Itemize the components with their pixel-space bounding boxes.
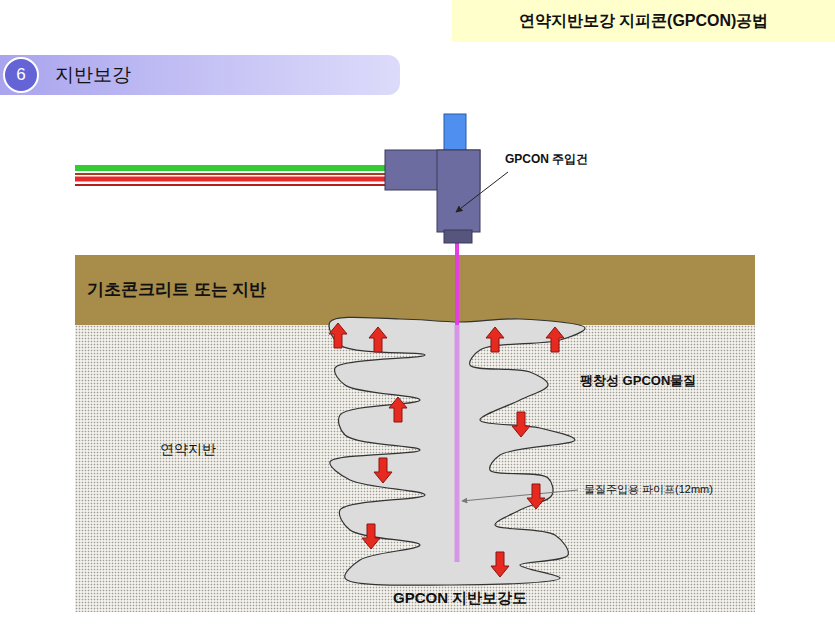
section-number: 6 <box>3 57 39 93</box>
injection-pipe <box>455 325 460 562</box>
part-label: GPCON 주입건 <box>505 151 588 168</box>
material-label: 팽창성 GPCON물질 <box>580 372 696 390</box>
node-text: 기초콘크리트 또는 지반 <box>87 280 266 299</box>
node-text: 연약지반 <box>160 441 216 457</box>
hose-lines <box>75 168 388 185</box>
gpcon-material <box>329 317 585 585</box>
node-text: 지반보강 <box>55 64 131 85</box>
section-band: 지반보강 6 <box>0 55 400 95</box>
leader-line <box>462 490 578 501</box>
title-box: 연약지반보강 지피콘(GPCON)공법 <box>452 0 835 42</box>
injection-pipe <box>455 242 459 325</box>
leader-line <box>456 172 508 212</box>
node-text: 6 <box>16 65 25 84</box>
pipe-label: 물질주입용 파이프(12mm) <box>584 482 713 497</box>
foundation-band: 기초콘크리트 또는 지반 <box>75 255 755 325</box>
injection-gun <box>385 114 480 243</box>
soft-ground: 연약지반 <box>75 325 755 612</box>
expansion-arrows <box>329 323 564 577</box>
figure-caption: GPCON 지반보강도 <box>393 589 527 608</box>
page-title: 연약지반보강 지피콘(GPCON)공법 <box>452 0 835 42</box>
